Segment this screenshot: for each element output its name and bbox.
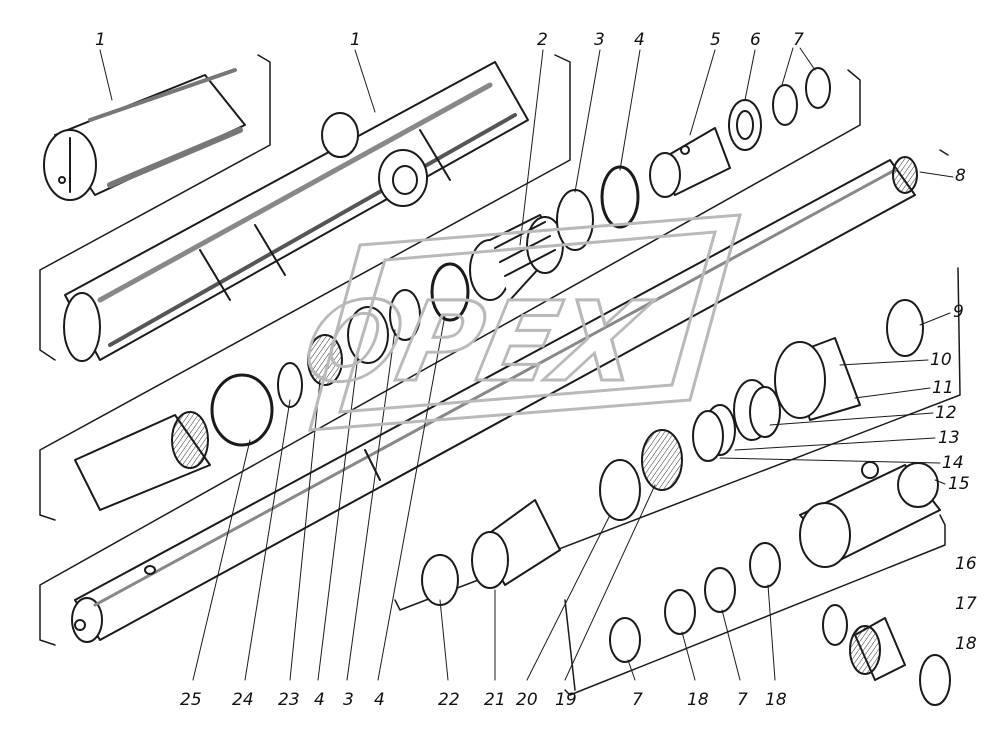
- seal-part-19: [641, 429, 683, 491]
- callout-13: 13: [938, 428, 960, 448]
- barrel-part: [63, 61, 529, 362]
- ring-part-7a: [772, 84, 798, 126]
- callout-18b: 18: [687, 690, 709, 710]
- callout-20: 20: [516, 690, 538, 710]
- clevis-part-15: [799, 461, 941, 568]
- callout-4c: 4: [374, 690, 385, 710]
- ring-part-7b: [805, 67, 831, 109]
- callout-24: 24: [232, 690, 254, 710]
- callout-9: 9: [953, 302, 964, 322]
- gland-part-25: [74, 411, 211, 511]
- callout-17: 17: [955, 594, 977, 614]
- sleeve-part-5: [649, 127, 731, 198]
- snapring-part-22: [421, 554, 459, 606]
- callout-18c: 18: [765, 690, 787, 710]
- callout-3: 3: [594, 30, 605, 50]
- ring-part-18c: [664, 589, 696, 635]
- callout-12: 12: [935, 403, 957, 423]
- ring-part-18d: [749, 542, 781, 588]
- nut-part-6: [728, 99, 762, 151]
- callout-19: 19: [555, 690, 577, 710]
- cylinder-cap-part: [43, 68, 246, 201]
- callout-6: 6: [750, 30, 761, 50]
- callout-2: 2: [537, 30, 548, 50]
- ring-part-14: [692, 410, 724, 462]
- callout-15: 15: [948, 474, 970, 494]
- callout-1b: 1: [350, 30, 361, 50]
- watermark-text: OPEX: [294, 279, 660, 407]
- ring-part-20: [599, 459, 641, 521]
- callout-23: 23: [278, 690, 300, 710]
- callout-7c: 7: [737, 690, 748, 710]
- callout-14: 14: [942, 453, 964, 473]
- snapring-part-23: [277, 362, 303, 408]
- ring-part-3: [556, 189, 594, 251]
- callout-18a: 18: [955, 634, 977, 654]
- callout-5: 5: [710, 30, 721, 50]
- piston-part-2: [469, 214, 564, 301]
- ring-part-24: [210, 373, 274, 447]
- bushing-part-10: [774, 337, 861, 421]
- ring-part-7d: [704, 567, 736, 613]
- leader-lines: [99, 47, 954, 681]
- ring-part-12: [749, 386, 781, 438]
- bearing-part-17: [849, 617, 906, 681]
- callout-25: 25: [180, 690, 202, 710]
- callout-21: 21: [484, 690, 506, 710]
- snapring-part-9: [886, 299, 924, 357]
- snapring-part-16: [822, 604, 848, 646]
- callout-10: 10: [930, 350, 952, 370]
- bracket-lines: [39, 54, 961, 696]
- callout-16: 16: [955, 554, 977, 574]
- ring-part-4c: [430, 262, 470, 322]
- callout-22: 22: [438, 690, 460, 710]
- callout-11: 11: [932, 378, 954, 398]
- callout-7b: 7: [632, 690, 643, 710]
- callout-4a: 4: [634, 30, 645, 50]
- callout-3b: 3: [343, 690, 354, 710]
- snapring-part-18: [919, 654, 951, 706]
- ring-part-7c: [609, 617, 641, 663]
- ring-part-4b: [389, 289, 421, 341]
- nut-part-21: [471, 499, 561, 589]
- callout-4b: 4: [314, 690, 325, 710]
- callout-8: 8: [955, 166, 966, 186]
- watermark-logo: OPEX: [292, 213, 743, 432]
- callout-1a: 1: [95, 30, 106, 50]
- callout-7a: 7: [793, 30, 804, 50]
- ring-part-4: [600, 165, 640, 229]
